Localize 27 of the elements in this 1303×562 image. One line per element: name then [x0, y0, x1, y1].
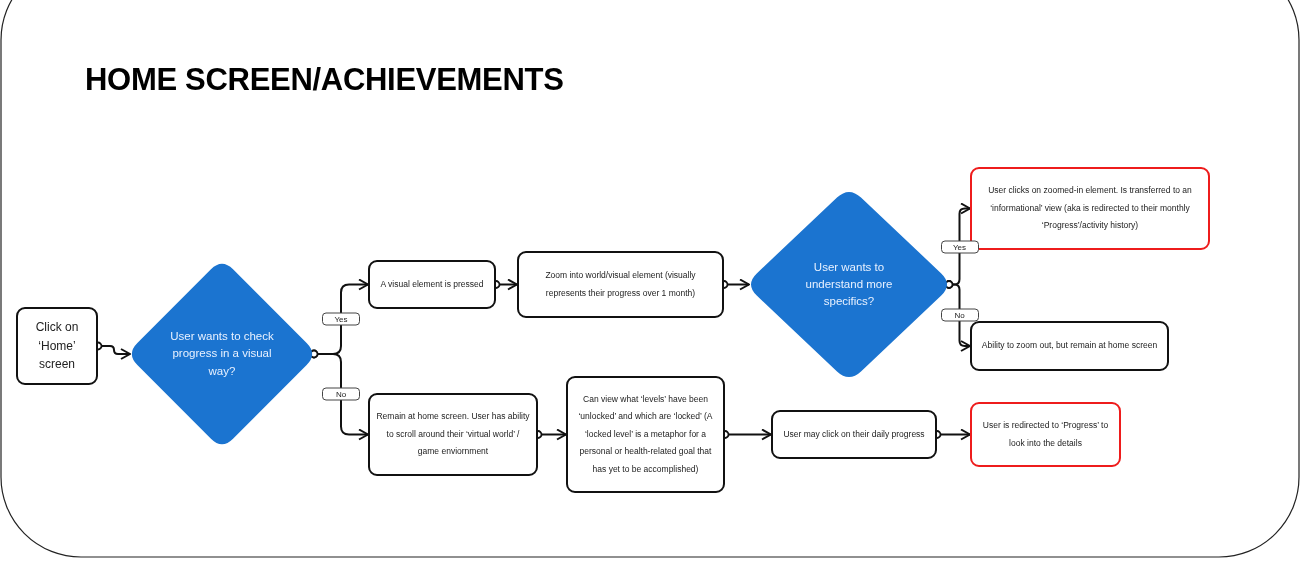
decision-diamond	[130, 262, 314, 446]
node-text: User clicks on zoomed-in element. Is transferred to an ‘informational’ view (aka is redirected to their monthly ‘Progress’/activity history)	[987, 184, 1193, 233]
process-box	[517, 251, 724, 318]
node-text: Can view what ‘levels’ have been ‘unlocked’ and which are ‘locked’ (A ‘locked level’ is a metaphor for a personal or health-related goal that has yet to be accomplished)	[577, 392, 714, 476]
process-box	[970, 402, 1121, 467]
node-text: A visual element is pressed	[380, 277, 484, 291]
edge-label: No	[322, 387, 360, 401]
process-box	[970, 167, 1210, 250]
edge-label: No	[940, 308, 979, 322]
node-text: Ability to zoom out, but remain at home screen	[981, 339, 1158, 353]
node-text: User is redirected to ‘Progress’ to look into the details	[981, 419, 1110, 450]
node-text: User wants to understand more specifics?	[804, 259, 894, 310]
process-box	[368, 393, 538, 476]
page-title: HOME SCREEN/ACHIEVEMENTS	[85, 62, 564, 98]
process-box	[368, 260, 496, 309]
node-text: Click on ‘Home’ screen	[34, 319, 80, 374]
node-text: User wants to check progress in a visual way?	[169, 329, 275, 379]
decision-diamond	[749, 190, 949, 379]
edge-label: Yes	[940, 240, 979, 253]
process-box	[566, 376, 725, 493]
node-text: Zoom into world/visual element (visually represents their progress over 1 month)	[544, 269, 697, 300]
process-box	[970, 321, 1169, 371]
node-text: User may click on their daily progress	[783, 427, 925, 441]
edge-label: Yes	[322, 312, 360, 326]
process-box	[771, 410, 937, 459]
node-text: Remain at home screen. User has ability to scroll around their ‘virtual world’ / game enviornment	[376, 410, 530, 459]
process-box	[16, 307, 98, 385]
